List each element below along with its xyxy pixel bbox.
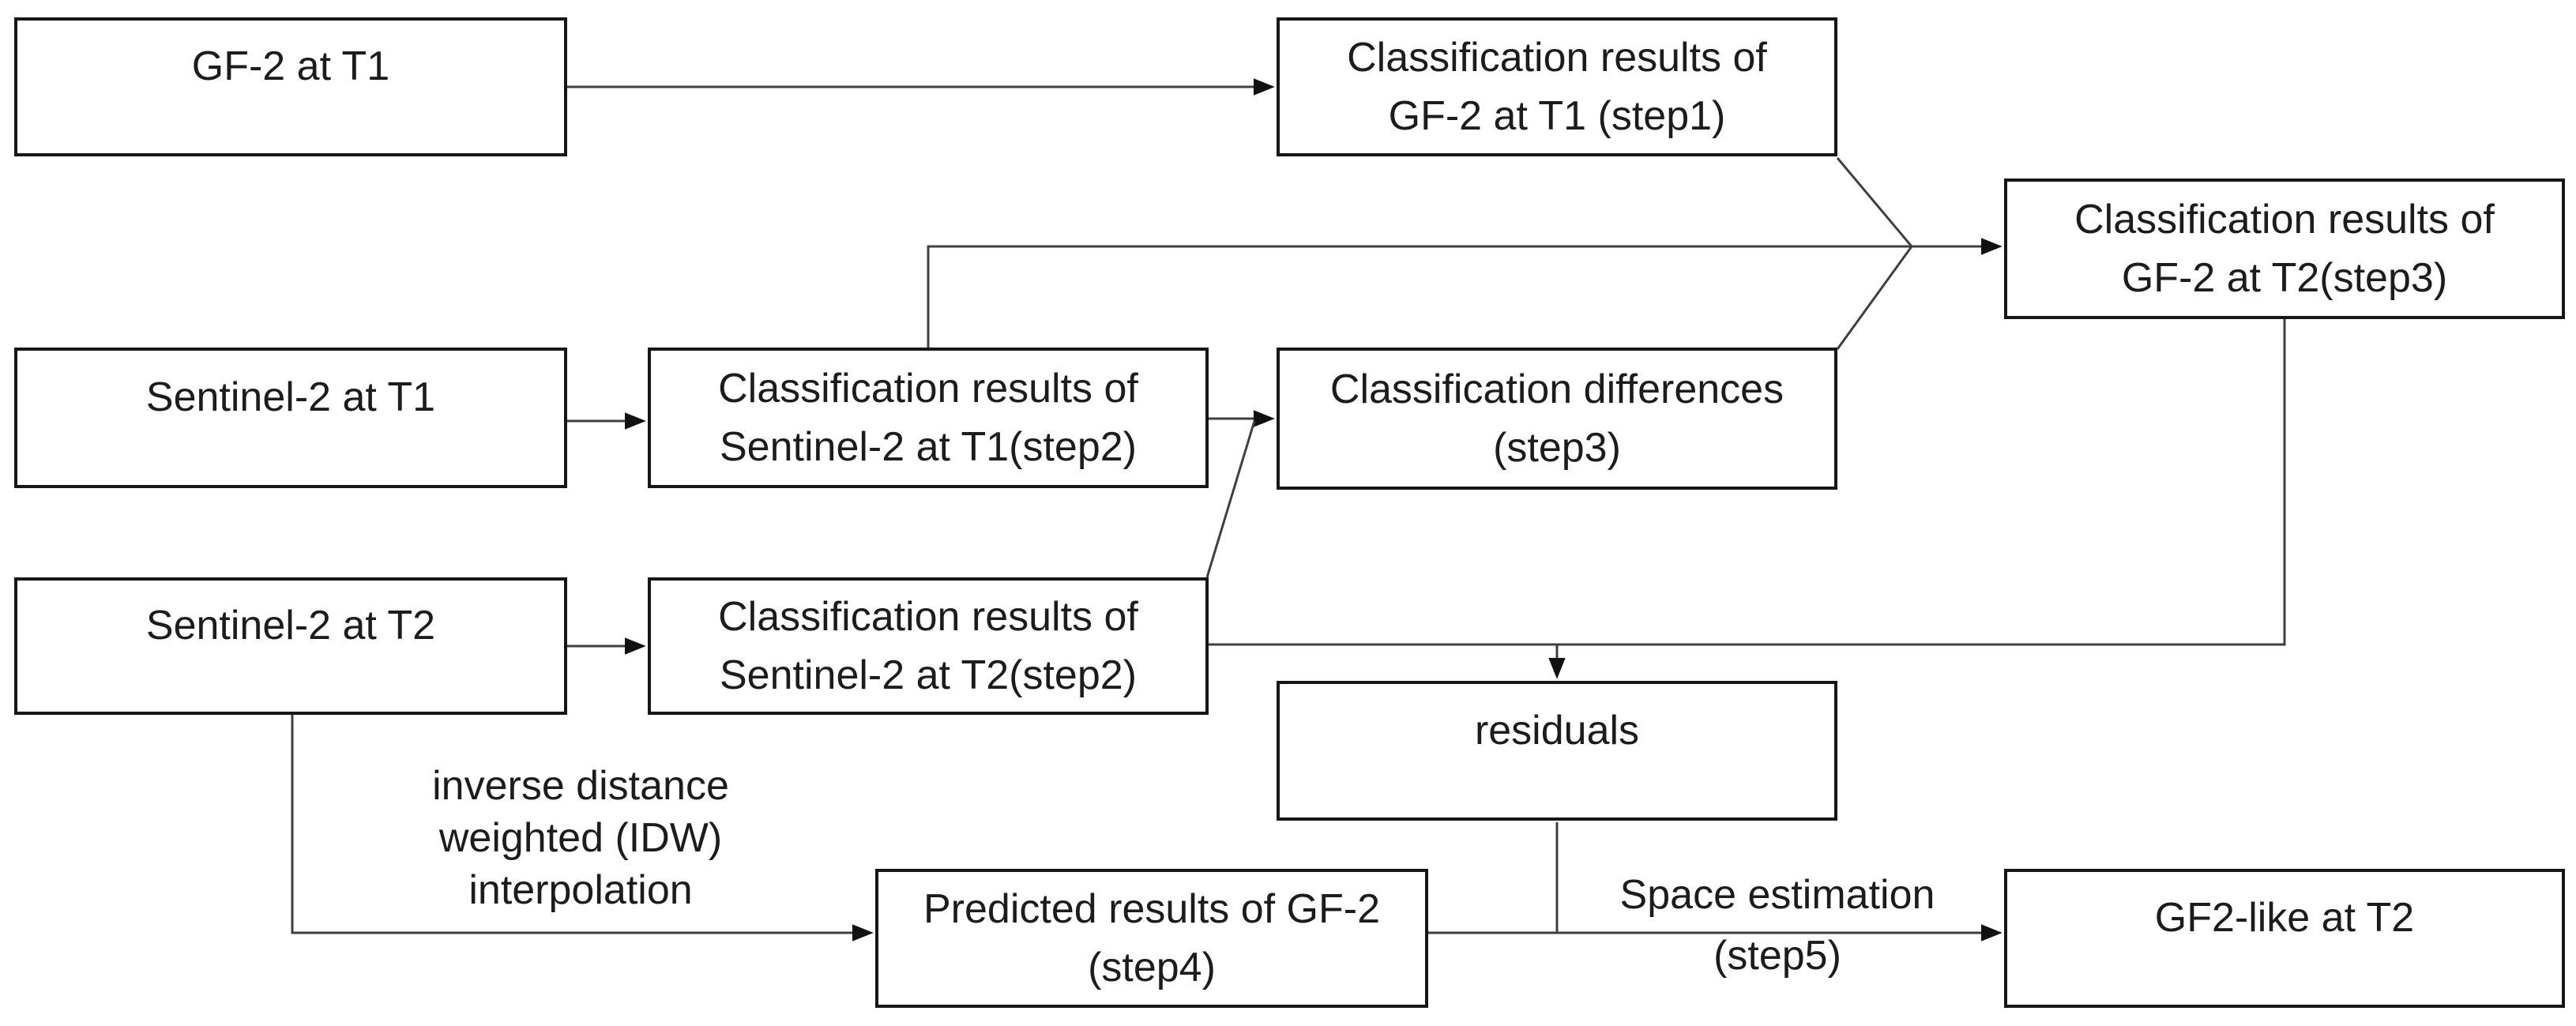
node-label-line: (step4)	[1088, 945, 1216, 990]
node-classification-gf2-t2: Classification results of GF-2 at T2(ste…	[2004, 179, 2565, 319]
node-classification-sentinel2-t2: Classification results of Sentinel-2 at …	[648, 577, 1209, 715]
node-label: Sentinel-2 at T1	[145, 374, 436, 420]
edge-label-line: weighted (IDW)	[438, 815, 723, 861]
node-classification-differences: Classification differences (step3)	[1277, 348, 1837, 490]
node-label-line: Sentinel-2 at T2(step2)	[720, 652, 1137, 698]
node-label-line: GF-2 at T2(step3)	[2121, 255, 2448, 301]
edge-clss2t2-and-clsgf2t2-link	[1209, 319, 2286, 646]
edge-clss2t2-to-differences-diagonal	[1205, 420, 1256, 578]
node-gf2-like-at-t2: GF2-like at T2	[2004, 869, 2565, 1008]
node-label-line: (step3)	[1493, 425, 1621, 471]
edge-label-line: (step5)	[1713, 933, 1841, 979]
node-sentinel2-at-t2: Sentinel-2 at T2	[14, 577, 567, 715]
node-label: Sentinel-2 at T2	[145, 603, 436, 648]
node-label-line: GF-2 at T1 (step1)	[1388, 93, 1726, 139]
edge-step1-to-junction-diagonal	[1836, 157, 1913, 247]
node-classification-sentinel2-t1: Classification results of Sentinel-2 at …	[648, 348, 1209, 488]
node-gf2-at-t1: GF-2 at T1	[14, 17, 567, 156]
edge-label-line: Space estimation	[1619, 872, 1935, 918]
node-label-line: Classification results of	[718, 366, 1138, 412]
edge-label-line: inverse distance	[432, 763, 729, 809]
node-label-line: Classification differences	[1329, 366, 1784, 412]
node-label-line: Classification results of	[1347, 35, 1767, 81]
edge-differences-to-junction-diagonal	[1836, 246, 1913, 350]
label-idw-interpolation: inverse distance weighted (IDW) interpol…	[363, 760, 798, 916]
node-label: GF-2 at T1	[191, 43, 390, 89]
node-sentinel2-at-t1: Sentinel-2 at T1	[14, 348, 567, 488]
node-predicted-results-gf2: Predicted results of GF-2 (step4)	[875, 869, 1428, 1008]
node-label: residuals	[1474, 707, 1640, 754]
label-space-estimation: Space estimation (step5)	[1596, 865, 1959, 987]
edge-label-line: interpolation	[468, 867, 693, 913]
node-label-line: Sentinel-2 at T1(step2)	[720, 424, 1137, 470]
node-classification-gf2-t1: Classification results of GF-2 at T1 (st…	[1277, 17, 1837, 156]
node-label-line: Classification results of	[2074, 197, 2495, 242]
edge-s2t2-to-predicted	[291, 713, 874, 941]
node-residuals: residuals	[1277, 681, 1837, 821]
node-label-line: Classification results of	[718, 594, 1138, 640]
node-label-line: Predicted results of GF-2	[923, 886, 1380, 932]
edge-clss2t1-branch-to-junction	[927, 245, 1912, 349]
node-label: GF2-like at T2	[2154, 895, 2415, 941]
